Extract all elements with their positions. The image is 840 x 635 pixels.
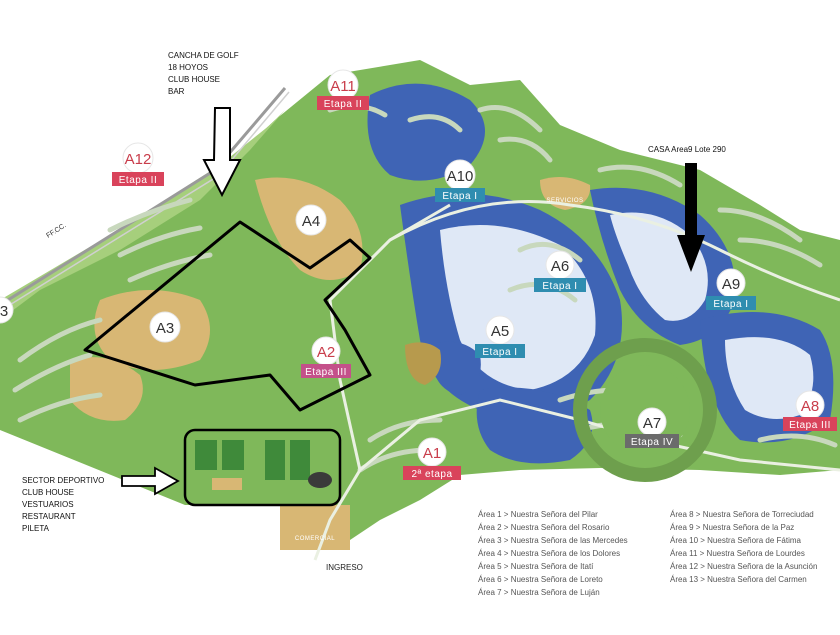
area-marker-a7[interactable]: A7 Etapa IV (625, 407, 679, 448)
area-marker-a12[interactable]: A12 Etapa II (112, 142, 164, 186)
badge-a7 (625, 434, 679, 448)
area-marker-a8[interactable]: A8 Etapa III (783, 390, 837, 431)
golf-course-outline (83, 220, 372, 412)
svg-text:VESTUARIOS: VESTUARIOS (22, 500, 74, 509)
legend-item: Área 3 > Nuestra Señora de las Mercedes (478, 536, 628, 545)
golf-annotation: CANCHA DE GOLF 18 HOYOS CLUB HOUSE BAR (168, 51, 239, 96)
svg-text:SECTOR DEPORTIVO: SECTOR DEPORTIVO (22, 476, 104, 485)
legend-item: Área 11 > Nuestra Señora de Lourdes (670, 549, 805, 558)
svg-text:A2: A2 (317, 344, 335, 361)
area-marker-a5[interactable]: A5 Etapa I (475, 315, 525, 358)
badge-a12 (112, 172, 164, 186)
svg-text:A12: A12 (125, 151, 152, 168)
svg-text:Etapa III: Etapa III (789, 420, 831, 431)
badge-a8 (783, 417, 837, 431)
svg-text:A4: A4 (302, 213, 320, 230)
legend-item: Área 5 > Nuestra Señora de Itatí (478, 562, 594, 571)
area-markers: A1 2ª etapa A2 Etapa III A3 A4 A5 Etapa … (0, 69, 837, 480)
badge-a10 (435, 188, 485, 202)
badge-a5 (475, 344, 525, 358)
golf-course-terrain (70, 176, 591, 550)
golf-arrow-icon (202, 107, 242, 198)
area-marker-a4[interactable]: A4 (295, 204, 327, 236)
svg-text:2ª etapa: 2ª etapa (411, 469, 452, 480)
legend-left: Área 1 > Nuestra Señora del Pilar Área 2… (478, 510, 628, 597)
svg-text:A8: A8 (801, 398, 819, 415)
svg-text:CLUB HOUSE: CLUB HOUSE (22, 488, 74, 497)
casa-annotation: CASA Area9 Lote 290 (648, 145, 726, 154)
svg-text:Etapa IV: Etapa IV (631, 437, 673, 448)
legend-item: Área 13 > Nuestra Señora del Carmen (670, 575, 807, 584)
svg-text:A5: A5 (491, 323, 509, 340)
badge-a2 (301, 364, 351, 378)
deportivo-arrow-icon (121, 466, 180, 496)
svg-text:PILETA: PILETA (22, 524, 50, 533)
arrows (121, 107, 705, 496)
svg-text:Etapa I: Etapa I (542, 281, 577, 292)
svg-text:Etapa I: Etapa I (713, 299, 748, 310)
legend-right: Área 8 > Nuestra Señora de Torreciudad Á… (670, 510, 817, 584)
badge-a9 (706, 296, 756, 310)
svg-text:18 HOYOS: 18 HOYOS (168, 63, 208, 72)
roads (313, 200, 840, 561)
area-marker-a13[interactable]: 3 (0, 296, 14, 324)
badge-a11 (317, 96, 369, 110)
servicios-label: SERVICIOS (546, 198, 583, 204)
casa-arrow-icon (677, 163, 705, 272)
svg-text:Etapa III: Etapa III (305, 367, 347, 378)
svg-text:Etapa I: Etapa I (482, 347, 517, 358)
legend-item: Área 2 > Nuestra Señora del Rosario (478, 523, 610, 532)
svg-text:BAR: BAR (168, 87, 185, 96)
area-marker-a9[interactable]: A9 Etapa I (706, 268, 756, 310)
svg-text:RESTAURANT: RESTAURANT (22, 512, 76, 521)
area-marker-a3[interactable]: A3 (149, 311, 181, 343)
ingreso-label: INGRESO (326, 563, 363, 572)
legend-item: Área 4 > Nuestra Señora de los Dolores (478, 549, 620, 558)
legend-item: Área 1 > Nuestra Señora del Pilar (478, 510, 598, 519)
sports-sector (183, 428, 342, 507)
comercial-label: COMERCIAL (295, 536, 335, 542)
svg-text:CANCHA DE GOLF: CANCHA DE GOLF (168, 51, 239, 60)
lot-rows (12, 103, 838, 473)
svg-text:Etapa II: Etapa II (119, 175, 157, 186)
legend-item: Área 9 > Nuestra Señora de la Paz (670, 523, 794, 532)
legend-item: Área 6 > Nuestra Señora de Loreto (478, 575, 603, 584)
svg-text:3: 3 (0, 303, 8, 320)
legend-item: Área 7 > Nuestra Señora de Luján (478, 588, 600, 597)
svg-text:A1: A1 (423, 445, 441, 462)
area-marker-a1[interactable]: A1 2ª etapa (403, 437, 461, 480)
badge-a6 (534, 278, 586, 292)
svg-text:Etapa I: Etapa I (442, 191, 477, 202)
svg-text:A3: A3 (156, 320, 174, 337)
svg-text:A10: A10 (447, 168, 474, 185)
area-marker-a11[interactable]: A11 Etapa II (317, 69, 369, 110)
area-marker-a10[interactable]: A10 Etapa I (435, 159, 485, 202)
badge-a1 (403, 466, 461, 480)
ffcc-label: FF.CC. (45, 222, 67, 240)
area-marker-a6[interactable]: A6 Etapa I (534, 250, 586, 292)
svg-text:A6: A6 (551, 258, 569, 275)
svg-text:A7: A7 (643, 415, 661, 432)
legend-item: Área 12 > Nuestra Señora de la Asunción (670, 562, 817, 571)
svg-text:A9: A9 (722, 276, 740, 293)
legend-item: Área 10 > Nuestra Señora de Fátima (670, 536, 802, 545)
svg-text:A11: A11 (330, 78, 356, 95)
deportivo-annotation: SECTOR DEPORTIVO CLUB HOUSE VESTUARIOS R… (22, 476, 104, 533)
area-marker-a2[interactable]: A2 Etapa III (301, 336, 351, 378)
svg-text:Etapa II: Etapa II (324, 99, 362, 110)
svg-text:CLUB HOUSE: CLUB HOUSE (168, 75, 220, 84)
legend-item: Área 8 > Nuestra Señora de Torreciudad (670, 510, 814, 519)
